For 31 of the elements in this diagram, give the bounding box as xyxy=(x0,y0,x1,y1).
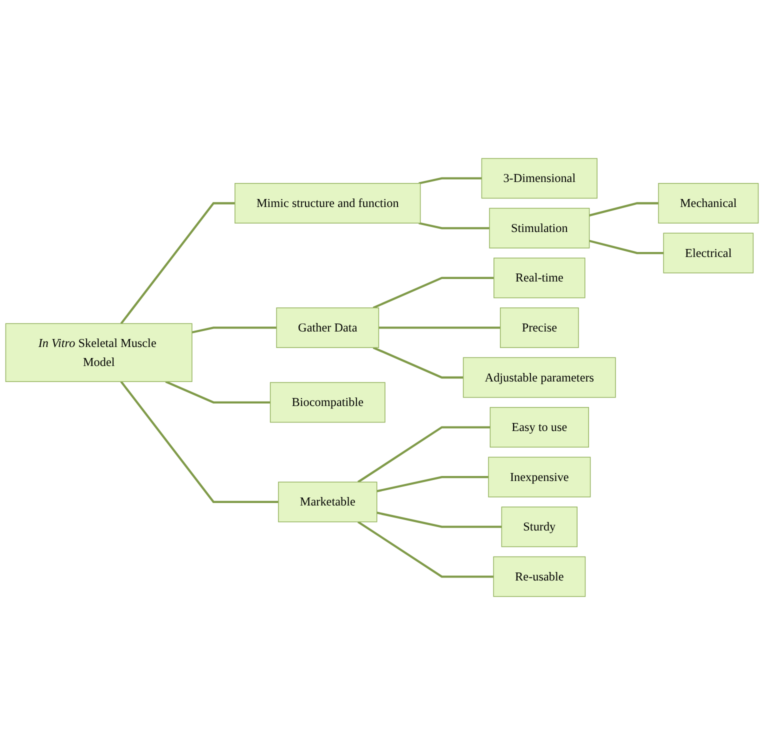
node-box: In Vitro Skeletal Muscle Model xyxy=(5,323,192,382)
connector xyxy=(589,240,664,254)
node-box: Mimic structure and function xyxy=(234,183,421,224)
node-box: Adjustable parameters xyxy=(462,357,616,398)
connector xyxy=(357,426,490,483)
node-box: Easy to use xyxy=(490,407,589,448)
connector xyxy=(192,326,277,334)
connector xyxy=(372,346,464,379)
connector xyxy=(120,380,278,504)
node-box: Mechanical xyxy=(658,183,759,224)
connector xyxy=(372,276,494,309)
node-box: Sturdy xyxy=(501,506,578,548)
node-box: Inexpensive xyxy=(488,456,591,498)
connector xyxy=(376,476,488,492)
connector xyxy=(378,326,500,329)
node-box: Gather Data xyxy=(276,307,380,348)
node-box: 3-Dimensional xyxy=(481,158,598,199)
node-box: Electrical xyxy=(663,232,754,274)
node-box: Biocompatible xyxy=(270,382,386,423)
node-box: Marketable xyxy=(278,482,378,522)
node-box: Precise xyxy=(500,307,579,348)
connector xyxy=(418,222,490,230)
connector xyxy=(376,512,502,528)
connector xyxy=(418,177,482,184)
connector xyxy=(589,202,658,216)
node-box: Real-time xyxy=(494,258,586,298)
connector xyxy=(120,202,235,324)
connector xyxy=(165,380,270,404)
node-box: Stimulation xyxy=(489,208,590,248)
connector xyxy=(357,520,494,578)
node-box: Re-usable xyxy=(493,556,586,597)
